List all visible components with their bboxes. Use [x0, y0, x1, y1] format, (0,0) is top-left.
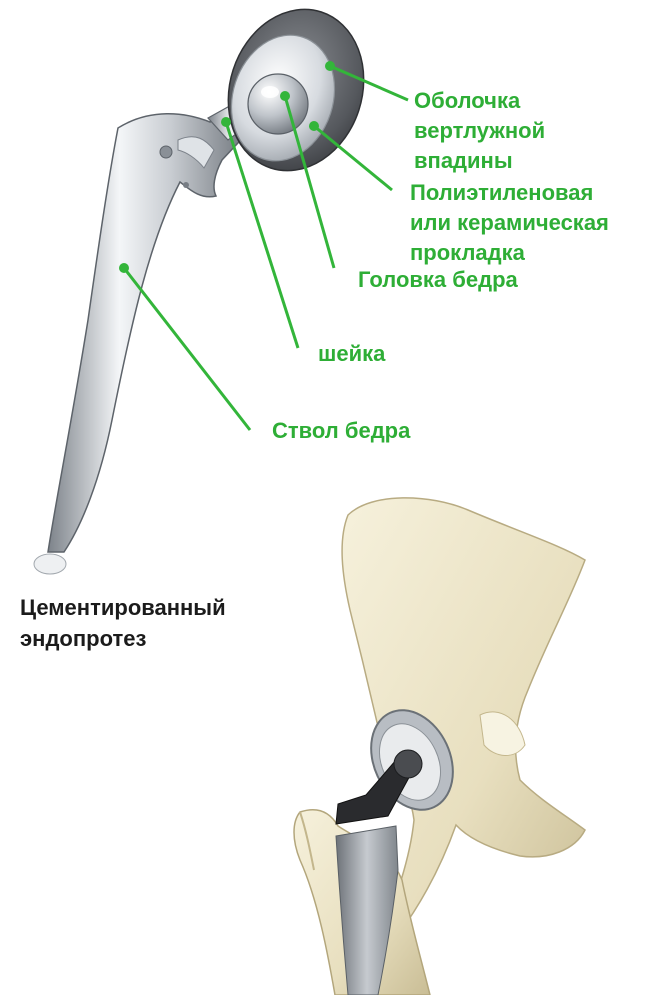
dot-femoral-head — [280, 91, 290, 101]
label-stem: Ствол бедра — [272, 416, 410, 446]
caption-line: эндопротез — [20, 623, 226, 654]
dot-neck — [221, 117, 231, 127]
femoral-head — [248, 74, 308, 134]
dot-liner — [309, 121, 319, 131]
leader-stem — [124, 268, 250, 430]
label-cup-shell-line: Оболочка — [414, 86, 545, 116]
hip-illustration — [294, 498, 585, 995]
label-liner-line: прокладка — [410, 238, 609, 268]
label-femoral-head: Головка бедра — [358, 265, 518, 295]
label-cup-shell-line: впадины — [414, 146, 545, 176]
label-stem-text: Ствол бедра — [272, 418, 410, 443]
label-neck: шейка — [318, 339, 385, 369]
label-neck-text: шейка — [318, 341, 385, 366]
dot-stem — [119, 263, 129, 273]
label-cup-shell: Оболочка вертлужной впадины — [414, 86, 545, 176]
caption-line: Цементированный — [20, 592, 226, 623]
implant-top — [34, 0, 384, 574]
caption: Цементированный эндопротез — [20, 592, 226, 654]
label-cup-shell-line: вертлужной — [414, 116, 545, 146]
femoral-stem — [48, 108, 252, 552]
dot-cup-shell — [325, 61, 335, 71]
stem-tip-centralizer — [34, 554, 66, 574]
label-liner: Полиэтиленовая или керамическая прокладк… — [410, 178, 609, 268]
label-liner-line: или керамическая — [410, 208, 609, 238]
label-femoral-head-text: Головка бедра — [358, 267, 518, 292]
label-liner-line: Полиэтиленовая — [410, 178, 609, 208]
